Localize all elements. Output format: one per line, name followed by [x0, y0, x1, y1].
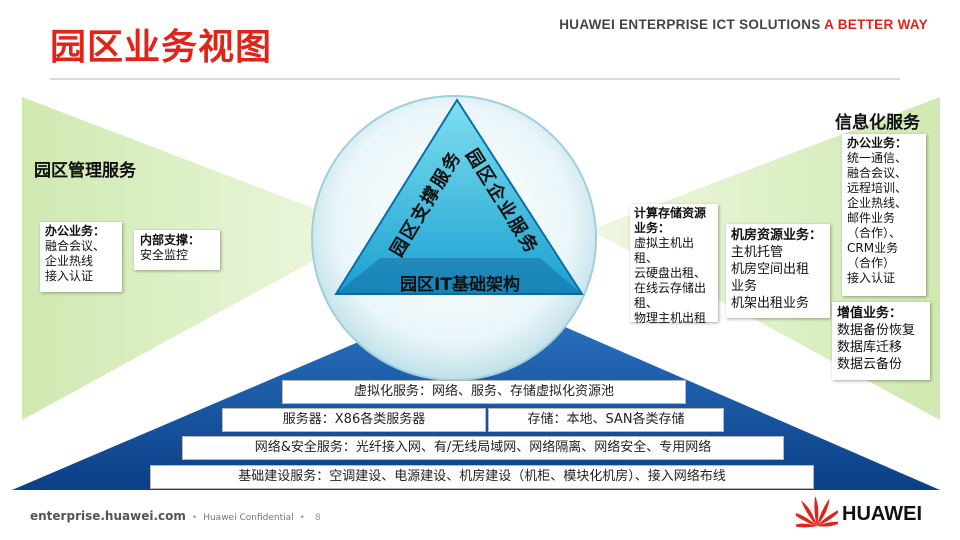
tagline: HUAWEI ENTERPRISE ICT SOLUTIONS A BETTER… — [559, 17, 928, 32]
compute-title: 计算存储资源 业务： — [634, 206, 707, 235]
left-office-box: 办公业务： 融合会议、 企业热线 接入认证 — [40, 222, 122, 292]
pyramid-row-servers: 服务器：X86各类服务器 — [222, 408, 486, 432]
tagline-accent: A BETTER WAY — [824, 17, 928, 32]
footer-separator: • — [191, 513, 198, 523]
pyramid-row-virtualization: 虚拟化服务：网络、服务、存储虚拟化资源池 — [282, 380, 686, 404]
center-triangle — [334, 98, 584, 295]
right-office-box: 办公业务： 统一通信、 融合会议、 远程培训、 企业热线、 邮件业务 （合作）、… — [842, 134, 926, 296]
left-section-title: 园区管理服务 — [34, 161, 136, 181]
datacenter-body: 主机托管 机房空间出租 业务 机架出租业务 — [731, 245, 810, 311]
left-support-title: 内部支撑： — [140, 233, 201, 247]
center-triangle-base-band — [336, 258, 582, 294]
left-office-body: 融合会议、 企业热线 接入认证 — [45, 239, 106, 283]
pyramid-row-infrastructure: 基础建设服务：空调建设、电源建设、机房建设（机柜、模块化机房）、接入网络布线 — [150, 465, 814, 489]
huawei-logo-icon — [796, 496, 838, 528]
footer-confidential: Huawei Confidential — [203, 513, 294, 523]
footer-site: enterprise.huawei.com — [30, 509, 186, 523]
right-office-title: 办公业务： — [847, 136, 908, 150]
footer-separator-2: • — [299, 513, 305, 523]
pyramid-row-storage: 存储：本地、SAN各类存储 — [488, 408, 724, 432]
pyramid-row-network: 网络&安全服务：光纤接入网、有/无线局域网、网络隔离、网络安全、专用网络 — [182, 436, 784, 460]
header-divider — [50, 78, 900, 80]
left-support-box: 内部支撑： 安全监控 — [134, 230, 220, 270]
value-body: 数据备份恢复 数据库迁移 数据云备份 — [837, 323, 916, 372]
datacenter-box: 机房资源业务： 主机托管 机房空间出租 业务 机架出租业务 — [726, 224, 830, 318]
left-support-body: 安全监控 — [140, 248, 189, 262]
compute-body: 虚拟主机出租、 云硬盘出租、 在线云存储出 租、 物理主机出租 — [634, 236, 707, 325]
datacenter-title: 机房资源业务： — [731, 228, 823, 243]
huawei-logo-text: HUAWEI — [842, 503, 922, 525]
page-title: 园区业务视图 — [50, 27, 273, 68]
triangle-base-label: 园区IT基础架构 — [400, 275, 520, 295]
left-office-title: 办公业务： — [45, 224, 106, 238]
tagline-main: HUAWEI ENTERPRISE ICT SOLUTIONS — [559, 17, 821, 32]
value-box: 增值业务： 数据备份恢复 数据库迁移 数据云备份 — [832, 302, 930, 380]
right-section-title: 信息化服务 — [835, 113, 920, 133]
right-office-body: 统一通信、 融合会议、 远程培训、 企业热线、 邮件业务 （合作）、 CRM业务… — [847, 151, 908, 285]
footer: enterprise.huawei.com • Huawei Confidentia… — [30, 509, 321, 523]
compute-box: 计算存储资源 业务： 虚拟主机出租、 云硬盘出租、 在线云存储出 租、 物理主机… — [630, 204, 718, 325]
value-title: 增值业务： — [837, 306, 903, 321]
page-number: 8 — [314, 513, 321, 523]
